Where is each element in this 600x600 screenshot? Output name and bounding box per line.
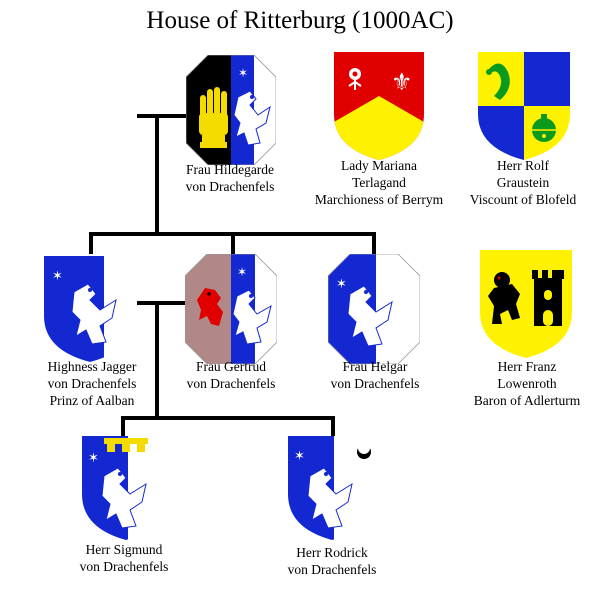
hildegarde-family: von Drachenfels [185,179,275,194]
fleur-de-lis-and-chevron-arms-icon: ⚜ [334,52,424,160]
franz-family: Lowenroth [497,376,557,391]
person-label-helgar: Frau Helgar von Drachenfels [290,358,460,392]
gertrud-family: von Drachenfels [186,376,276,391]
svg-text:✶: ✶ [237,265,247,279]
person-label-sigmund: Herr Sigmund von Drachenfels [39,541,209,575]
svg-text:⚜: ⚜ [391,68,413,96]
marriage-line-hildegarde [137,114,187,118]
sigmund-name: Herr Sigmund [85,542,163,557]
sigmund-family: von Drachenfels [79,559,169,574]
helgar-name: Frau Helgar [342,359,408,374]
dragon-and-star-arms-icon: ✶ [328,254,420,364]
wolf-and-dragon-arms-icon: ✶ [185,254,277,364]
mariana-title: Marchioness of Berrym [314,192,444,207]
drop-line-jagger [89,232,93,254]
drop-line-helgar [372,232,376,254]
svg-text:✶: ✶ [336,277,347,292]
person-label-rodrick: Herr Rodrick von Drachenfels [247,544,417,578]
jagger-family: von Drachenfels [47,376,137,391]
tree-title: House of Ritterburg (1000AC) [146,7,454,34]
bugle-and-bell-arms-icon [478,52,570,160]
person-label-rolf: Herr Rolf Graustein Viscount of Blofeld [438,157,600,208]
rodrick-name: Herr Rodrick [296,545,368,560]
svg-text:✶: ✶ [294,449,305,464]
helgar-family: von Drachenfels [330,376,420,391]
descent-line-hildegarde [155,114,159,236]
franz-name: Herr Franz [497,359,557,374]
jagger-title: Prinz of Aalban [49,393,135,408]
rolf-title: Viscount of Blofeld [469,192,577,207]
person-label-jagger: Highness Jagger von Drachenfels Prinz of… [7,358,177,409]
hildegarde-name: Frau Hildegarde [185,162,275,177]
drop-line-sigmund [121,416,125,436]
svg-text:✶: ✶ [52,269,63,284]
person-label-gertrud: Frau Gertrud von Drachenfels [146,358,316,392]
rolf-family: Graustein [496,175,550,190]
descent-line-gertrud [155,301,159,420]
person-label-hildegarde: Frau Hildegarde von Drachenfels [145,161,315,195]
lion-and-tower-arms-icon [480,250,572,358]
dragon-with-crescent-arms-icon: ✶ [288,436,376,540]
mariana-name: Lady Mariana [340,158,418,173]
jagger-name: Highness Jagger [47,359,137,374]
drop-line-gertrud [231,232,235,254]
svg-text:✶: ✶ [238,66,248,80]
gertrud-name: Frau Gertrud [195,359,267,374]
person-label-mariana: Lady Mariana Terlagand Marchioness of Be… [294,157,464,208]
mariana-family: Terlagand [352,175,406,190]
dragon-with-label-arms-icon: ✶ [82,436,170,540]
rolf-name: Herr Rolf [496,158,550,173]
svg-text:✶: ✶ [88,451,99,466]
sibling-bar-generation-3 [121,416,335,420]
franz-title: Baron of Adlerturm [473,393,581,408]
marriage-line-gertrud [137,301,187,305]
person-label-franz: Herr Franz Lowenroth Baron of Adlerturm [442,358,600,409]
gauntlet-and-dragon-arms-icon: ✶ [186,55,276,165]
rodrick-family: von Drachenfels [287,562,377,577]
dragon-and-star-arms-icon: ✶ [44,256,136,362]
drop-line-rodrick [331,416,335,436]
